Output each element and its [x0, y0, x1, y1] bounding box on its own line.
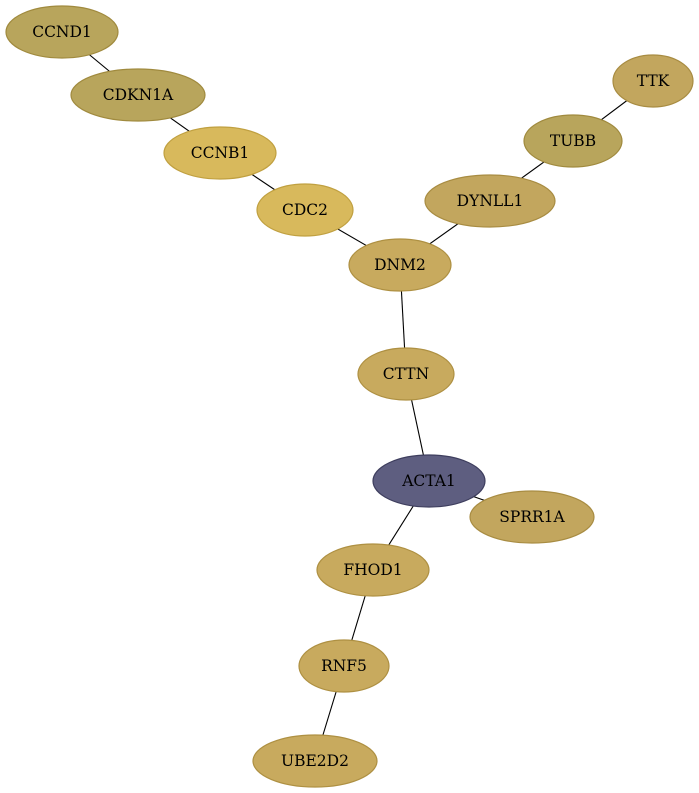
node-label-acta1: ACTA1	[401, 472, 456, 490]
node-ellipse-cdc2[interactable]	[256, 183, 354, 237]
node-ellipse-ccnd1[interactable]	[5, 5, 119, 59]
node-ellipse-rnf5[interactable]	[298, 639, 390, 693]
node-label-ccnd1: CCND1	[32, 23, 92, 41]
node-ube2d2[interactable]: UBE2D2	[252, 734, 378, 788]
node-ellipse-dnm2[interactable]	[348, 238, 452, 292]
node-label-ttk: TTK	[637, 72, 670, 90]
node-label-dnm2: DNM2	[374, 256, 426, 274]
node-ellipse-acta1[interactable]	[372, 454, 486, 508]
node-rnf5[interactable]: RNF5	[298, 639, 390, 693]
node-sprr1a[interactable]: SPRR1A	[469, 490, 595, 544]
node-label-dynll1: DYNLL1	[457, 192, 524, 210]
node-ellipse-ccnb1[interactable]	[163, 126, 277, 180]
node-dnm2[interactable]: DNM2	[348, 238, 452, 292]
node-ccnb1[interactable]: CCNB1	[163, 126, 277, 180]
node-ellipse-cttn[interactable]	[357, 347, 455, 401]
node-ellipse-dynll1[interactable]	[424, 174, 556, 228]
node-ellipse-fhod1[interactable]	[316, 543, 430, 597]
node-label-sprr1a: SPRR1A	[499, 508, 565, 526]
node-ccnd1[interactable]: CCND1	[5, 5, 119, 59]
node-cttn[interactable]: CTTN	[357, 347, 455, 401]
node-label-ube2d2: UBE2D2	[281, 752, 349, 770]
node-ellipse-tubb[interactable]	[523, 114, 623, 168]
node-label-ccnb1: CCNB1	[191, 144, 250, 162]
node-ttk[interactable]: TTK	[612, 54, 694, 108]
node-label-tubb: TUBB	[550, 132, 596, 150]
node-label-cdc2: CDC2	[282, 201, 328, 219]
node-label-rnf5: RNF5	[321, 657, 367, 675]
node-label-cdkn1a: CDKN1A	[103, 86, 174, 104]
node-ellipse-cdkn1a[interactable]	[70, 68, 206, 122]
node-label-cttn: CTTN	[383, 365, 429, 383]
node-cdc2[interactable]: CDC2	[256, 183, 354, 237]
node-acta1[interactable]: ACTA1	[372, 454, 486, 508]
node-tubb[interactable]: TUBB	[523, 114, 623, 168]
node-ellipse-ube2d2[interactable]	[252, 734, 378, 788]
node-dynll1[interactable]: DYNLL1	[424, 174, 556, 228]
node-fhod1[interactable]: FHOD1	[316, 543, 430, 597]
node-label-fhod1: FHOD1	[343, 561, 402, 579]
node-ellipse-ttk[interactable]	[612, 54, 694, 108]
node-ellipse-sprr1a[interactable]	[469, 490, 595, 544]
node-cdkn1a[interactable]: CDKN1A	[70, 68, 206, 122]
